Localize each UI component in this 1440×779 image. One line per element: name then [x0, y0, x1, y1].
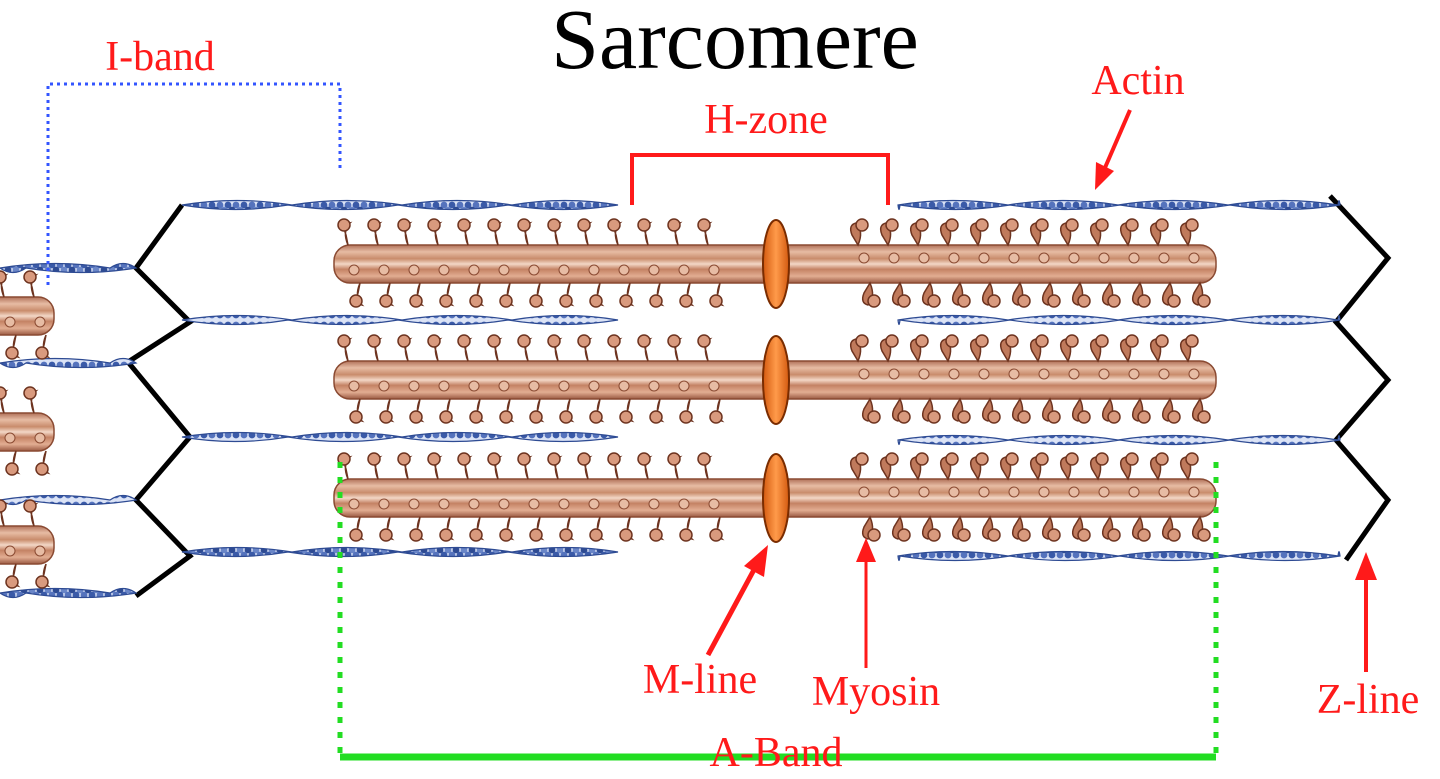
z-line-group	[124, 194, 1392, 599]
m-line-arrow	[705, 545, 768, 657]
m-line-disc-icon	[762, 453, 790, 543]
h-zone-bracket	[630, 153, 890, 205]
z-line-right	[1328, 194, 1392, 562]
i-band-label: I-band	[105, 34, 215, 80]
actin-filament-icon	[897, 550, 1341, 562]
actin-filament-group	[0, 199, 1341, 599]
actin-arrow	[1095, 109, 1132, 190]
actin-filament-icon	[897, 314, 1341, 326]
m-line-label: M-line	[643, 657, 757, 703]
diagram-title: Sarcomere	[551, 0, 919, 87]
actin-filament-icon	[0, 587, 138, 599]
actin-filament-icon	[181, 431, 619, 443]
actin-filament-icon	[0, 494, 138, 506]
a-band-bracket-dotted	[337, 462, 1219, 755]
actin-filament-icon	[897, 199, 1341, 211]
actin-filament-icon	[0, 357, 138, 369]
m-line-disc-icon	[762, 219, 790, 309]
h-zone-label: H-zone	[704, 97, 828, 143]
actin-filament-icon	[0, 262, 138, 274]
myosin-filament-group	[0, 218, 1217, 589]
myosin-filament-icon	[333, 218, 1217, 309]
z-line-label: Z-line	[1317, 677, 1420, 723]
myosin-filament-icon	[0, 499, 55, 589]
actin-filament-icon	[897, 434, 1341, 446]
actin-filament-icon	[181, 199, 619, 211]
z-line-arrow	[1355, 552, 1377, 672]
myosin-filament-icon	[333, 334, 1217, 425]
myosin-filament-icon	[0, 386, 55, 476]
a-band-label: A-Band	[710, 730, 843, 774]
m-line-disc-icon	[762, 335, 790, 425]
myosin-filament-icon	[0, 270, 55, 360]
myosin-label: Myosin	[812, 669, 940, 715]
actin-filament-icon	[181, 314, 619, 326]
i-band-bracket	[46, 82, 342, 285]
myosin-filament-icon	[333, 452, 1217, 543]
myosin-arrow	[856, 538, 876, 668]
actin-filament-icon	[181, 546, 619, 558]
z-line-left	[124, 203, 194, 599]
actin-label: Actin	[1091, 58, 1184, 104]
